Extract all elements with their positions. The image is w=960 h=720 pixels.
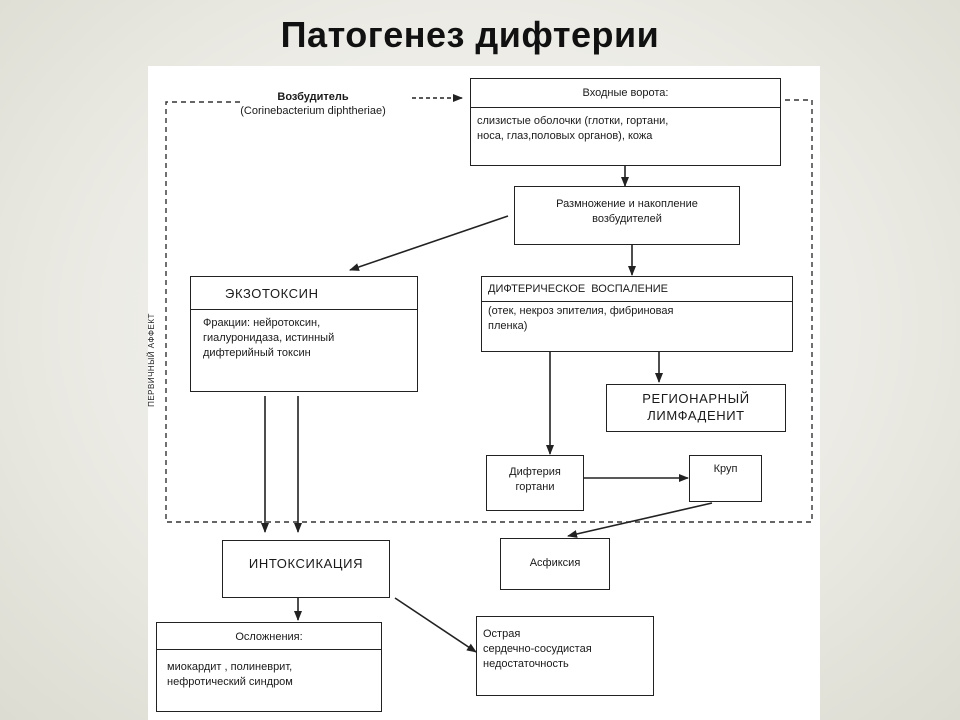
complications-node: Осложнения: миокардит , полиневрит, нефр…: [156, 622, 382, 712]
inflammation-body: (отек, некроз эпителия, фибриновая пленк…: [488, 305, 674, 332]
exotoxin-body: Фракции: нейротоксин, гиалуронидаза, ист…: [203, 317, 335, 359]
lymphadenitis-text: РЕГИОНАРНЫЙ ЛИМФАДЕНИТ: [642, 391, 750, 423]
reproduction-node: Размножение и накопление возбудителей: [514, 186, 740, 245]
entry-gate-header: Входные ворота:: [471, 79, 780, 108]
lymphadenitis-node: РЕГИОНАРНЫЙ ЛИМФАДЕНИТ: [606, 384, 786, 432]
asphyxia-node: Асфиксия: [500, 538, 610, 590]
complications-body: миокардит , полиневрит, нефротический си…: [167, 661, 293, 688]
heart-failure-node: Острая сердечно-сосудистая недостаточнос…: [476, 616, 654, 696]
heart-failure-text: Острая сердечно-сосудистая недостаточнос…: [483, 628, 592, 670]
larynx-node: Дифтерия гортани: [486, 455, 584, 511]
inflammation-header: ДИФТЕРИЧЕСКОЕ ВОСПАЛЕНИЕ: [482, 277, 792, 302]
intoxication-node: ИНТОКСИКАЦИЯ: [222, 540, 390, 598]
asphyxia-text: Асфиксия: [529, 557, 581, 569]
entry-gate-node: Входные ворота: слизистые оболочки (глот…: [470, 78, 781, 166]
slide-title: Патогенез дифтерии: [280, 14, 660, 55]
entry-gate-body: слизистые оболочки (глотки, гортани, нос…: [477, 115, 669, 142]
pathogen-label: Возбудитель: [277, 91, 349, 103]
larynx-text: Дифтерия гортани: [509, 466, 561, 493]
complications-header: Осложнения:: [157, 623, 381, 650]
pathogen-species: (Corinebacterium diphtheriae): [240, 105, 386, 117]
intoxication-text: ИНТОКСИКАЦИЯ: [248, 556, 364, 571]
inflammation-node: ДИФТЕРИЧЕСКОЕ ВОСПАЛЕНИЕ (отек, некроз э…: [481, 276, 793, 352]
croup-node: Круп: [689, 455, 762, 502]
exotoxin-node: ЭКЗОТОКСИН Фракции: нейротоксин, гиалуро…: [190, 276, 418, 392]
croup-text: Круп: [713, 463, 738, 475]
reproduction-text: Размножение и накопление возбудителей: [556, 198, 698, 225]
primary-affect-side-label: ПЕРВИЧНЫЙ АФФЕКТ: [147, 313, 156, 407]
exotoxin-header: ЭКЗОТОКСИН: [191, 277, 417, 310]
pathogen-node: Возбудитель (Corinebacterium diphtheriae…: [200, 90, 426, 118]
